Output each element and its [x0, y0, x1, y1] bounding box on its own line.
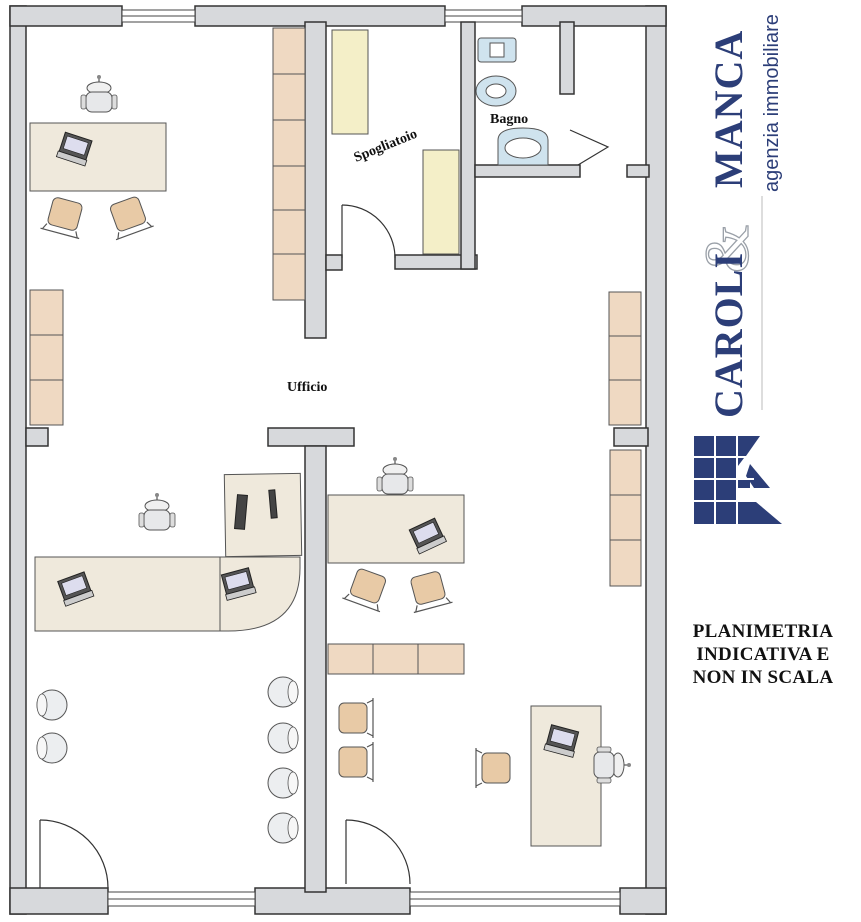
interior-walls: [25, 21, 650, 893]
brand-mark: [694, 436, 782, 524]
disclaimer-line-1: PLANIMETRIA: [692, 621, 834, 642]
brand-tagline: agenzia immobiliare: [761, 14, 783, 192]
doors: [39, 129, 610, 889]
brand-logo: MANCA agenzia immobiliare & CAROLI: [693, 14, 783, 418]
brand-manca: MANCA: [706, 30, 751, 188]
benches: [331, 29, 460, 255]
disclaimer-line-2: INDICATIVA E: [696, 644, 830, 665]
cabinets: [29, 27, 642, 675]
floor-plan: Ufficio Spogliatoio Bagno: [9, 5, 667, 915]
disclaimer-line-3: NON IN SCALA: [692, 667, 834, 688]
label-bagno: Bagno: [490, 112, 528, 127]
brand-caroli: CAROLI: [706, 252, 751, 418]
windows: [107, 9, 621, 907]
laptops: [55, 131, 581, 758]
bathroom-fixtures: [475, 37, 549, 166]
scale-disclaimer: PLANIMETRIA INDICATIVA E NON IN SCALA: [668, 620, 858, 689]
brand-ampersand: &: [694, 225, 762, 273]
label-ufficio: Ufficio: [287, 380, 327, 395]
